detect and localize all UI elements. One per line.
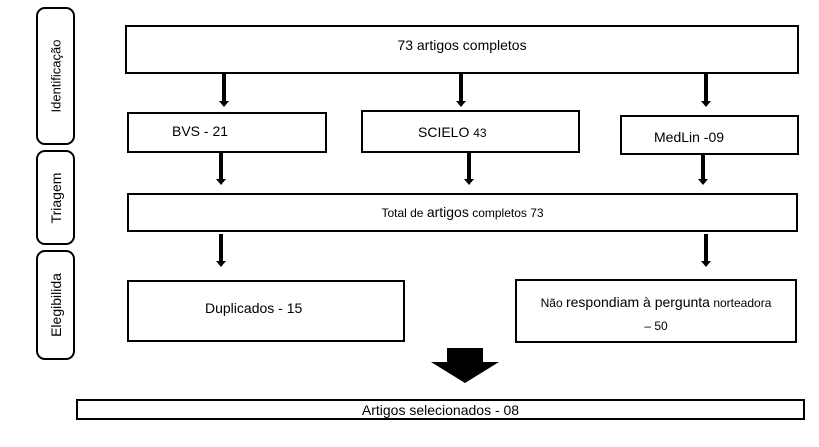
no-response-line2: – 50 [644,319,668,333]
scielo-label: SCIELO 43 [418,124,487,140]
duplicates-box: Duplicados - 15 [127,280,405,342]
no-response-text-c: norteadora [713,296,772,310]
big-down-arrow-icon [431,348,499,383]
screening-total-text-a: Total de [381,206,424,220]
scielo-count: 43 [473,126,487,140]
arrow-scielo-to-total [464,153,474,185]
arrow-to-duplicates [216,234,226,267]
bvs-label: BVS - 21 [172,123,229,139]
stage-identification-label: Identificação [48,39,63,113]
stage-eligibility-label: Elegibilida [47,273,64,337]
medline-label: MedLin -09 [654,129,725,145]
selected-articles-box: Artigos selecionados - 08 [76,399,805,420]
arrow-to-scielo [456,74,466,107]
screening-total-text-b: artigos [426,204,469,220]
screening-total-box: Total de artigos completos 73 [127,193,798,232]
arrow-to-medline [701,74,711,107]
stage-eligibility: Elegibilida [36,250,75,360]
medline-box: MedLin -09 [620,115,799,155]
stage-screening-label: Triagem [47,172,64,223]
no-response-text-b: respondiam à pergunta [565,294,710,310]
arrow-to-bvs [219,74,229,107]
arrow-bvs-to-total [216,153,226,185]
arrow-to-noresponse [701,234,711,267]
no-response-text-a: Não [540,296,563,310]
total-articles-label: 73 artigos completos [397,37,527,53]
duplicates-label: Duplicados - 15 [205,300,303,316]
stage-screening: Triagem [36,150,75,245]
screening-total-text-c: completos 73 [472,206,544,220]
total-articles-box: 73 artigos completos [125,25,799,74]
bvs-box: BVS - 21 [127,112,327,153]
arrow-medline-to-total [698,155,708,185]
selected-articles-label: Artigos selecionados - 08 [361,402,520,418]
no-response-line1: Não respondiam à pergunta norteadora [517,294,795,310]
scielo-box: SCIELO 43 [361,110,580,153]
scielo-name: SCIELO [418,124,470,140]
stage-identification: Identificação [36,7,75,145]
no-response-box: Não respondiam à pergunta norteadora – 5… [515,279,797,343]
screening-total-label: Total de artigos completos 73 [129,204,796,220]
